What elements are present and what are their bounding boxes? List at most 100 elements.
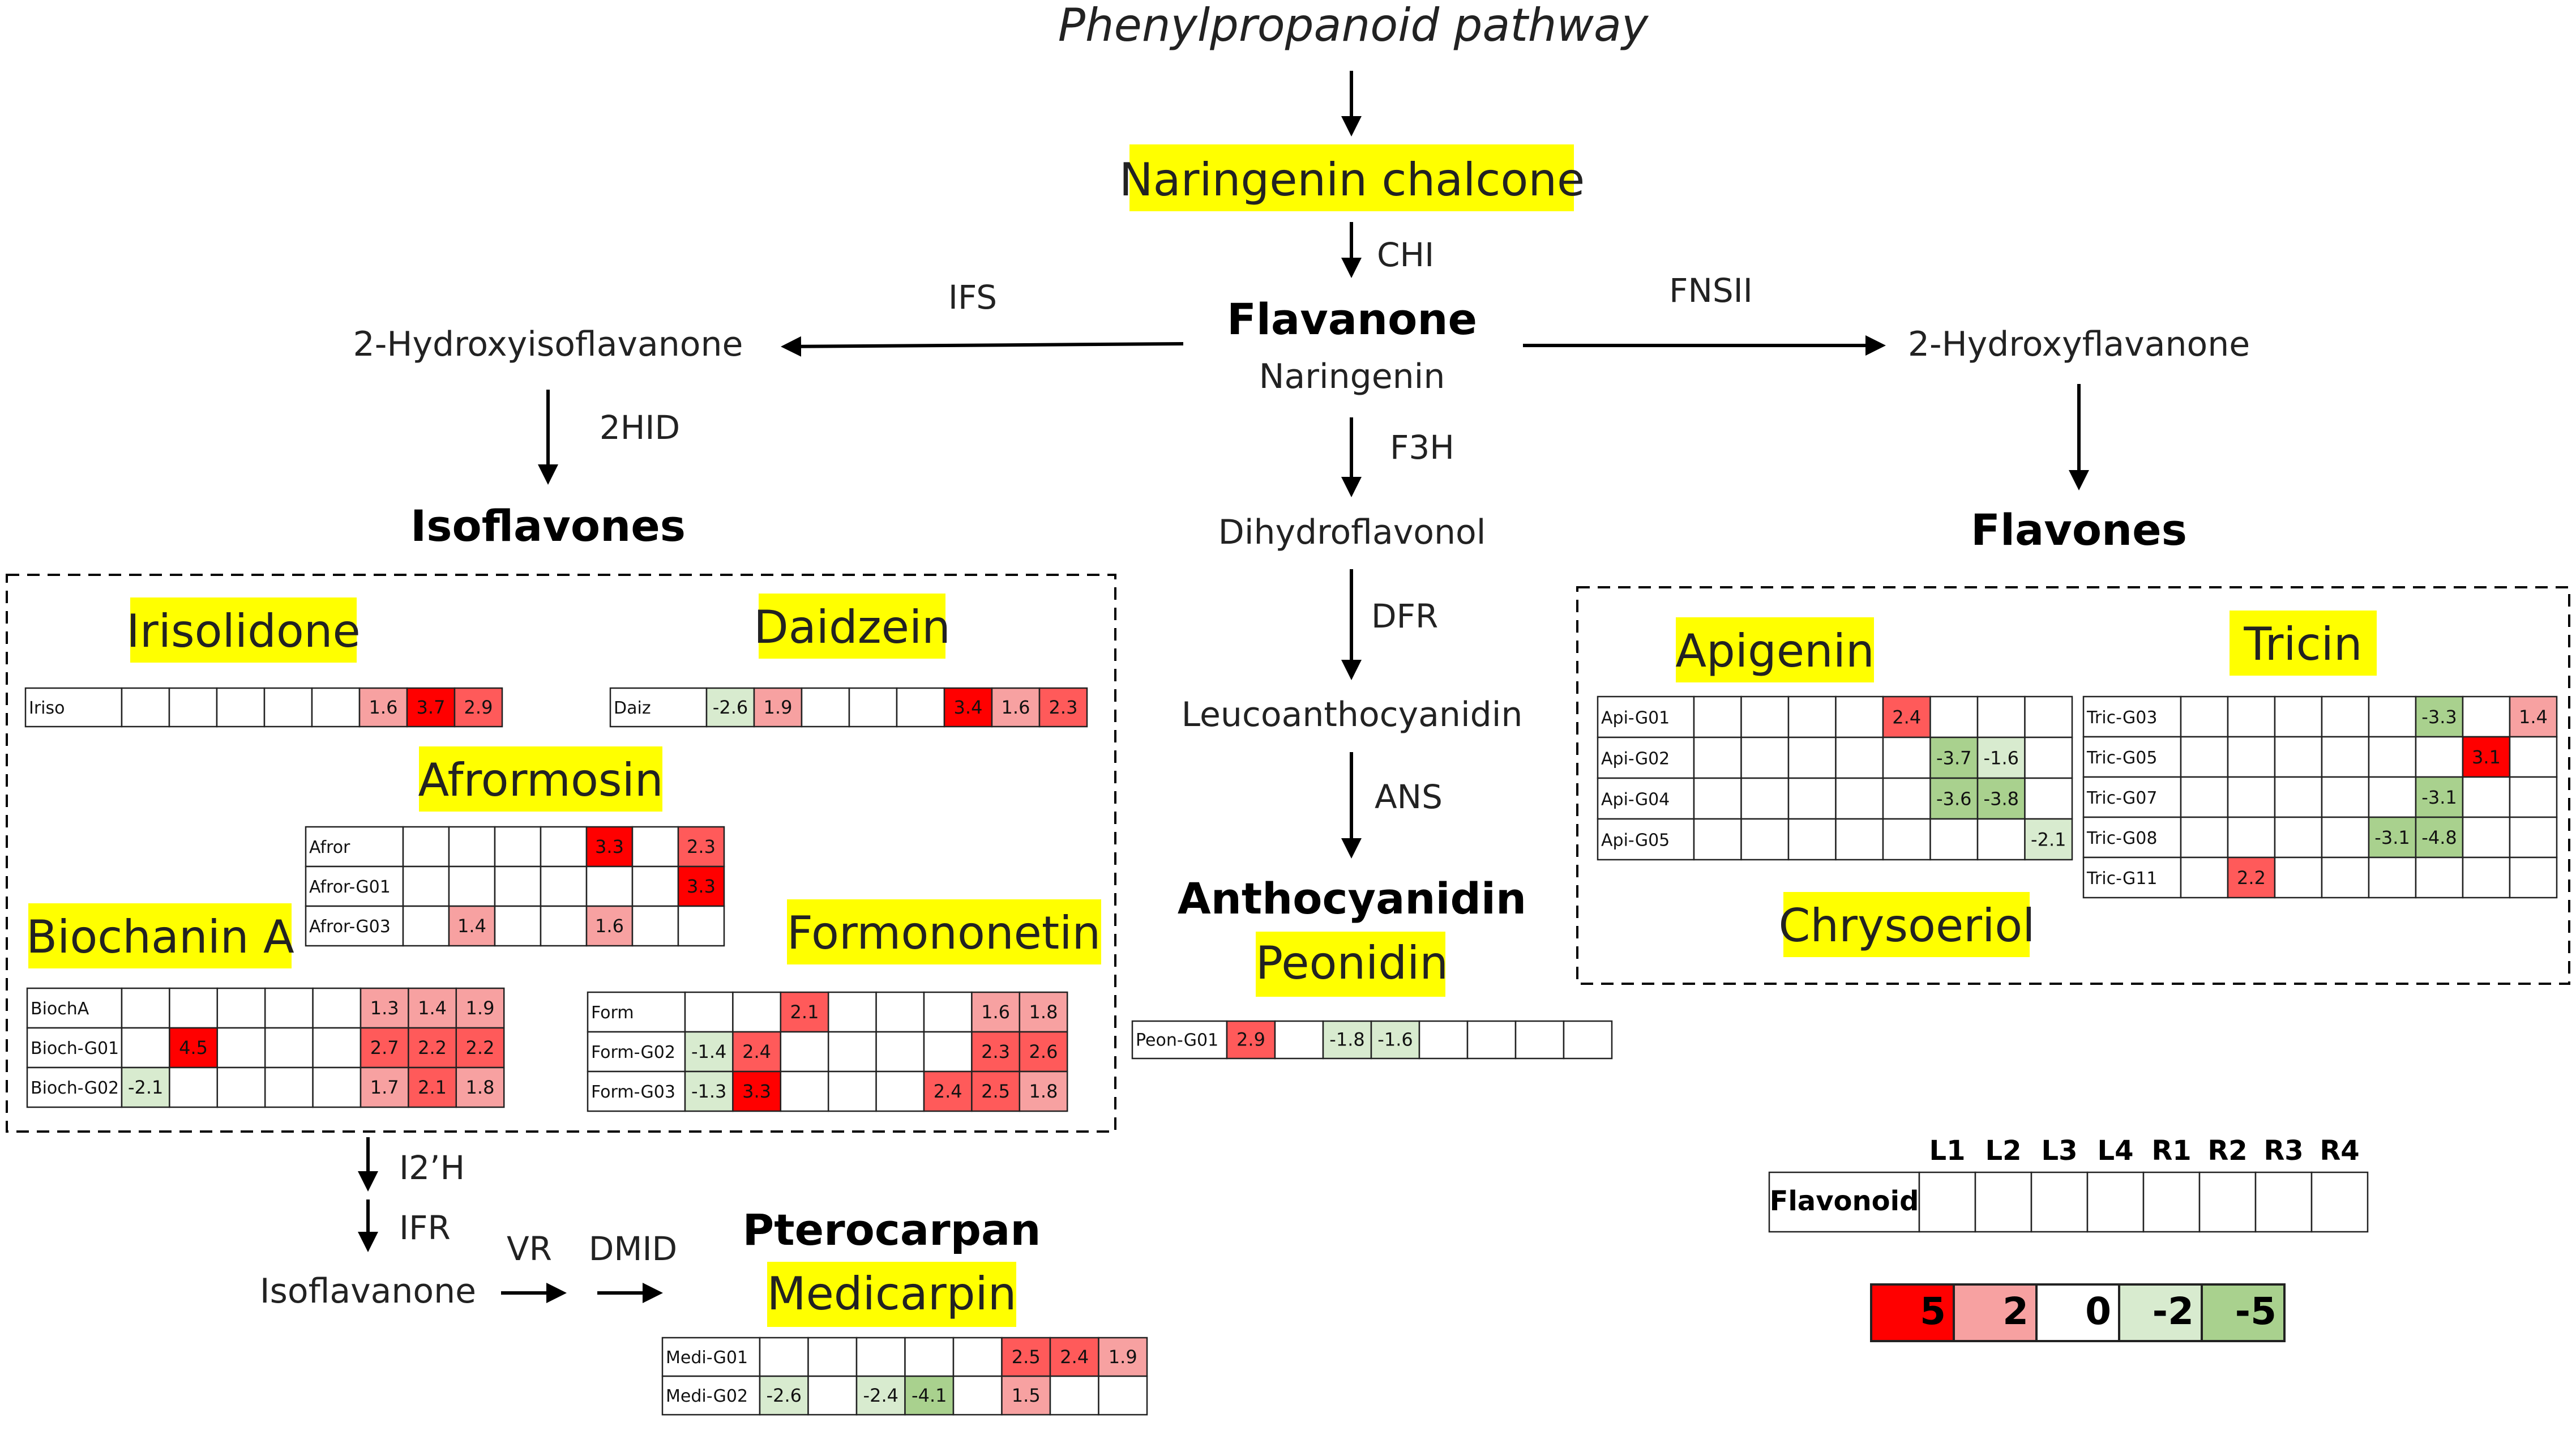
isoflavones-group-box [6,574,1116,1133]
heat-cell [312,1027,362,1069]
heat-cell-value: 2.2 [2237,867,2266,889]
tricin-label: Tricin [2243,618,2362,671]
legend-column-label: R4 [2320,1135,2359,1167]
heat-cell-value: -3.6 [1936,788,1971,810]
heat-cell [827,1070,877,1112]
heat-cell [2024,736,2073,779]
heat-cell [2368,736,2417,778]
table-row: Api-G02-3.7-1.6 [1597,736,2073,779]
heat-cell [848,687,898,728]
heat-cell-value: 2.2 [466,1037,495,1058]
heat-cell [1787,777,1837,820]
heat-cell-value: 1.3 [370,997,399,1019]
heat-cell-value: 2.4 [1892,707,1921,728]
irisolidone-label: Irisolidone [126,605,360,658]
dfr-enzyme: DFR [1371,597,1438,635]
heat-cell [2368,776,2417,818]
heat-cell [168,687,218,728]
heat-cell [2509,816,2558,859]
heat-cell-value: 4.5 [179,1037,208,1058]
heat-cell [312,1066,362,1108]
pathway-labels: Phenylpropanoid pathway Naringenin chalc… [260,0,2250,1320]
highlight-biochanin [28,903,292,968]
heat-cell [1787,736,1837,779]
heat-cell [2321,816,2370,859]
heat-cell [312,987,362,1029]
heat-cell-value: 1.9 [466,997,495,1019]
heat-cell-value: 1.6 [981,1001,1010,1023]
heat-cell [780,1031,829,1073]
heat-cell [2227,776,2276,818]
heat-cell-value: 1.8 [466,1077,495,1098]
scale-label: -5 [2235,1290,2277,1333]
row-label: Api-G02 [1601,749,1670,769]
heat-cell [585,826,634,868]
heat-cell [2321,695,2370,738]
row-label-cell [1597,818,1695,861]
heat-cell-value: -3.7 [1936,748,1971,769]
legend-cell [2254,1171,2313,1233]
heat-cell [216,1066,266,1108]
heat-cell [360,1066,409,1108]
row-label-cell [2082,695,2182,738]
row-label: Form-G03 [591,1082,675,1102]
heat-cell [1740,777,1790,820]
heat-cell [2180,856,2229,899]
heat-cell [2024,695,2073,739]
heat-cell [684,991,734,1033]
heat-cell [264,1027,314,1069]
leucoanthocyanidin-label: Leucoanthocyanidin [1182,695,1523,735]
row-label: Medi-G01 [666,1348,748,1368]
heat-cell-value: 2.2 [418,1037,447,1058]
heat-cell [540,905,588,947]
heat-cell [2462,776,2511,818]
heat-cell [952,1375,1003,1416]
heat-cell-value: -2.4 [863,1385,898,1406]
vr-enzyme: VR [507,1230,552,1268]
heat-cell [1929,695,1979,739]
heat-cell-value: 2.3 [1049,697,1078,718]
dihydroflavonol-label: Dihydroflavonol [1218,513,1486,552]
2hid-enzyme: 2HID [600,408,680,447]
legend-column-label: R1 [2151,1135,2191,1167]
heat-cell [1693,736,1742,779]
heat-cell-value: -4.1 [912,1385,947,1406]
row-label-cell [1597,695,1695,739]
heat-cell [121,987,170,1029]
daidzein-label: Daidzein [754,601,951,654]
heat-cell [453,687,503,728]
apigenin-label: Apigenin [1675,625,1874,677]
heat-cell [1835,736,1884,779]
heat-cell [121,1027,170,1069]
scale-label: 0 [2085,1290,2111,1333]
pathway-title: Phenylpropanoid pathway [1058,0,1649,52]
heat-cell [1929,777,1979,820]
heat-cell [971,1070,1021,1112]
row-label: Peon-G01 [1136,1031,1218,1051]
heat-cell [631,865,679,907]
heat-cell [1740,695,1790,739]
scale-swatch [1870,1283,1955,1342]
heat-cell [991,687,1041,728]
heat-cell [875,991,925,1033]
heat-cell-value: 2.4 [934,1081,962,1102]
highlight-peonidin [1256,932,1445,997]
flavanone-label: Flavanone [1227,294,1477,344]
isoflavones-label: Isoflavones [410,501,686,551]
legend-column-label: L3 [2042,1135,2078,1167]
dmid-enzyme: DMID [589,1230,677,1268]
row-label-cell [26,1066,123,1108]
legend-cell [2030,1171,2089,1233]
row-label-cell [609,687,708,728]
row-label-cell [305,905,404,947]
heat-cell [408,1027,457,1069]
